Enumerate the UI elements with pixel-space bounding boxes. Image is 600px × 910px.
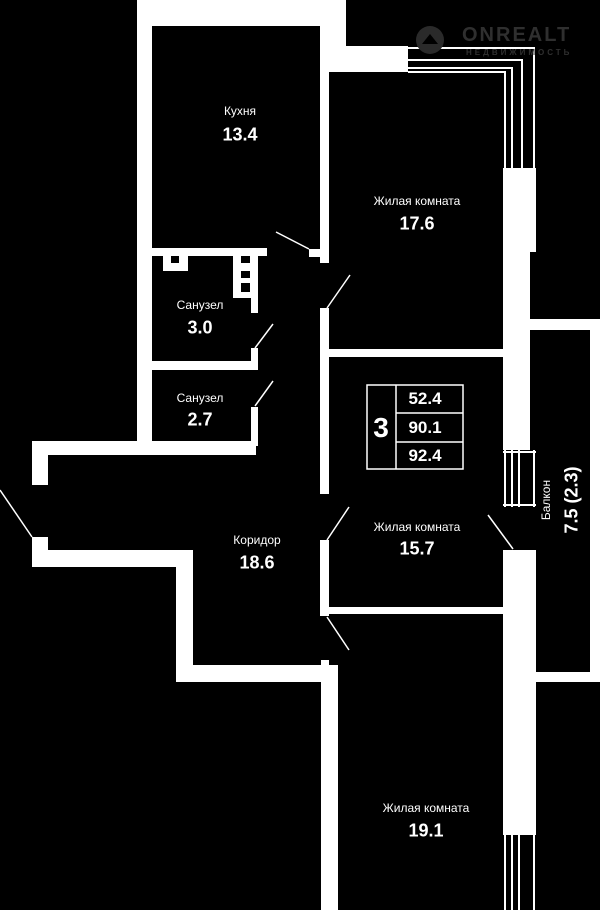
door-swings — [0, 231, 514, 651]
walls — [32, 0, 600, 910]
total-area-with-balcony: 92.4 — [408, 446, 442, 465]
room-name-bathroom-2: Санузел — [176, 391, 224, 405]
living-area: 52.4 — [408, 389, 442, 408]
bath-fixtures — [171, 256, 250, 292]
room-name-bathroom-1: Санузел — [176, 298, 224, 312]
watermark-subtitle: НЕДВИЖИМОСТЬ — [466, 48, 573, 57]
room-area-living-2: 15.7 — [399, 538, 435, 559]
room-area-living-1: 17.6 — [399, 213, 435, 234]
windows — [186, 1, 536, 910]
room-name-living-1: Жилая комната — [373, 194, 461, 208]
room-name-living-3: Жилая комната — [382, 801, 470, 815]
room-area-bathroom-2: 2.7 — [187, 409, 213, 430]
watermark-brand: ONREALT — [462, 24, 572, 46]
room-name-living-2: Жилая комната — [373, 520, 461, 534]
room-area-living-3: 19.1 — [408, 820, 444, 841]
window-gaps — [507, 837, 533, 910]
total-area: 90.1 — [408, 418, 442, 437]
balcony-name: Балкон — [539, 479, 553, 521]
watermark-logo-icon — [416, 26, 444, 54]
room-area-kitchen: 13.4 — [222, 124, 258, 145]
room-name-kitchen: Кухня — [223, 104, 257, 118]
room-area-corridor: 18.6 — [239, 552, 275, 573]
room-area-bathroom-1: 3.0 — [187, 317, 213, 338]
balcony-area: 7.5 (2.3) — [561, 466, 582, 534]
rooms-count: 3 — [373, 412, 389, 443]
summary-box — [366, 384, 464, 470]
room-name-corridor: Коридор — [233, 533, 281, 547]
